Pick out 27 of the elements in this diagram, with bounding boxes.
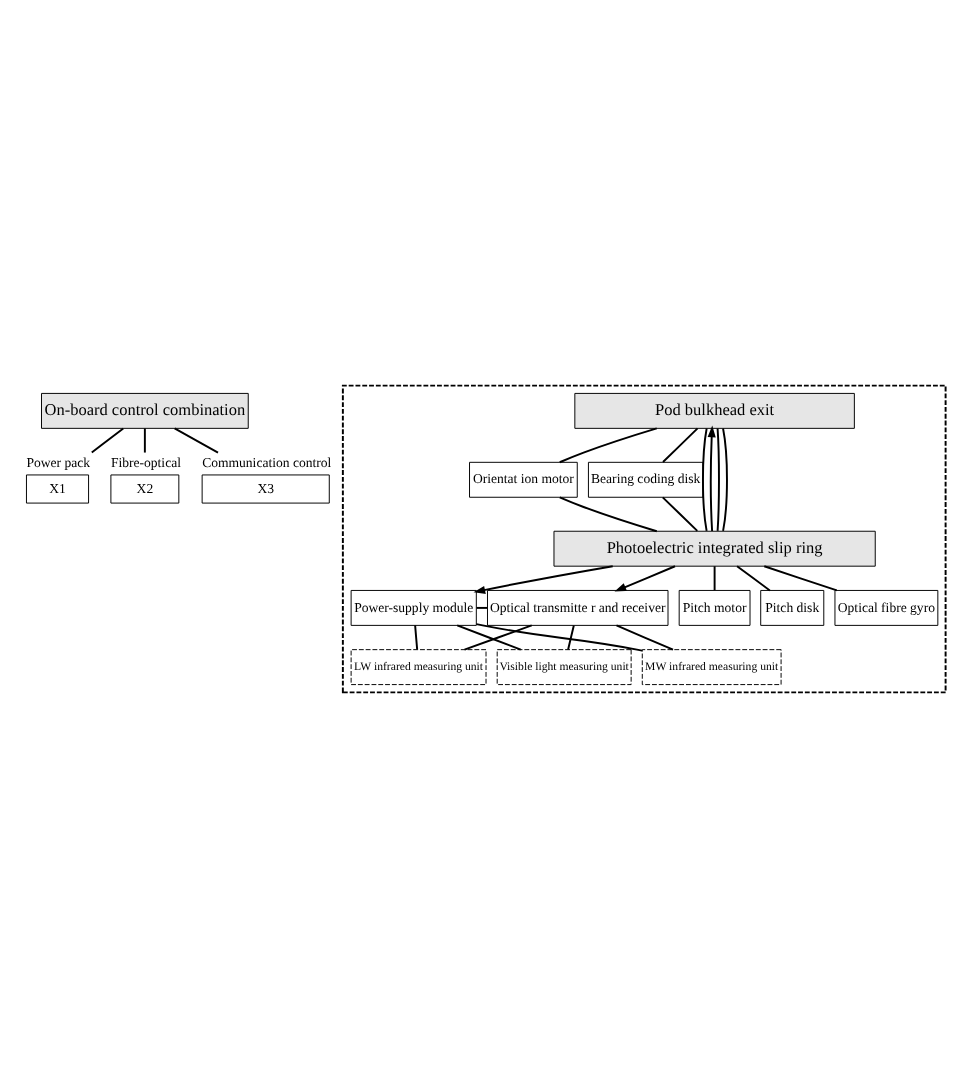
cluster [341,383,947,693]
connector [713,564,716,591]
connector [716,426,720,531]
connector [558,495,658,532]
arrow [473,564,614,593]
connector [661,495,699,531]
connector [456,623,522,650]
node-box: Photoelectric integrated slip ring [553,529,876,566]
connector [567,623,575,650]
node-box: On-board control combination [41,391,249,428]
connector [475,622,644,651]
arrow [614,564,676,591]
connector [702,426,708,531]
connector [475,605,489,608]
connector [615,623,674,650]
connector [414,623,419,650]
connector [90,426,125,453]
connector [558,426,658,463]
connector [722,426,728,531]
connector [736,564,771,591]
connector [143,426,146,453]
connector [173,426,219,453]
connector [763,564,838,591]
node-box: Pod bulkhead exit [574,391,855,428]
connector [662,426,699,462]
arrow [707,424,716,531]
connector [463,623,533,650]
